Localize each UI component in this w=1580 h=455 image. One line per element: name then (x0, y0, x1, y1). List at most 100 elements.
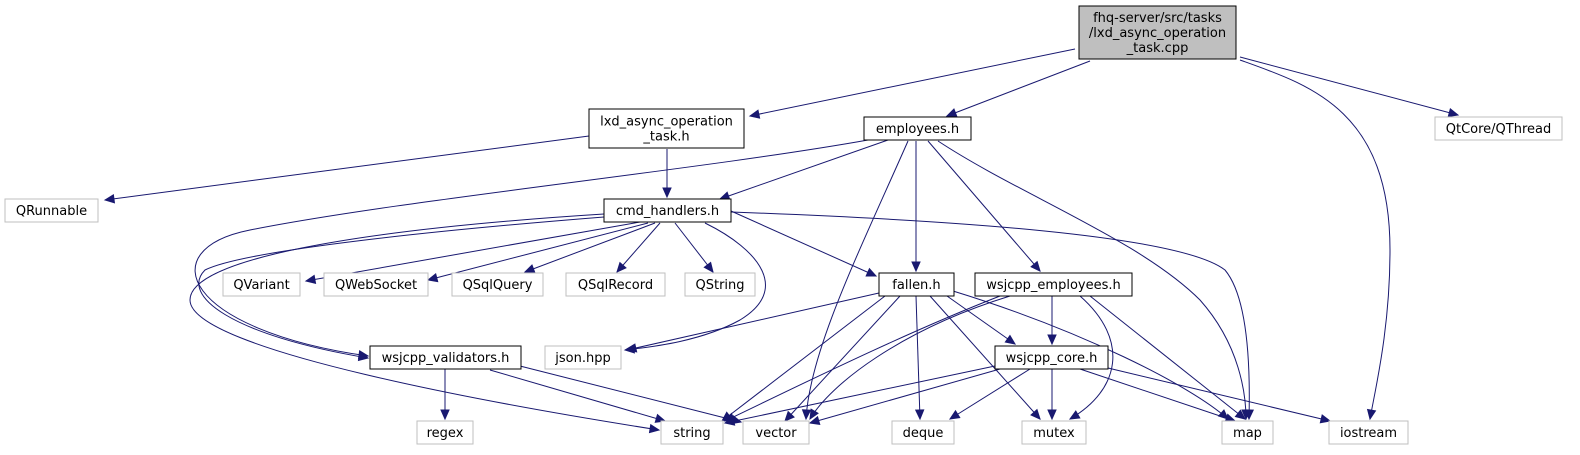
node-label: deque (903, 426, 944, 441)
node-label: employees.h (876, 122, 959, 137)
edge-line (1079, 368, 1236, 422)
edge-line (784, 295, 901, 422)
edge-wsemp-to-wscore (1047, 296, 1057, 346)
node-qsqlquery: QSqlQuery (451, 272, 544, 297)
edge-arrowhead (784, 410, 795, 422)
node-deque: deque (891, 420, 955, 445)
edge-arrowhead (1319, 414, 1332, 424)
node-qwebsocket: QWebSocket (323, 272, 429, 297)
node-label: QtCore/QThread (1446, 122, 1552, 137)
edge-arrowhead (809, 408, 819, 421)
edge-emp-to-fallen (911, 141, 921, 273)
node-wsemp[interactable]: wsjcpp_employees.h (974, 272, 1133, 297)
edge-line (949, 368, 1031, 420)
node-main[interactable]: fhq-server/src/tasks/lxd_async_operation… (1078, 5, 1237, 60)
node-label: lxd_async_operation (600, 115, 733, 130)
edge-arrowhead (616, 261, 627, 273)
edge-line (719, 139, 889, 200)
edge-fallen-to-jsonhpp (625, 292, 880, 353)
edge-arrowhead (703, 261, 714, 273)
edge-fallen-to-deque (914, 295, 925, 421)
node-label: wsjcpp_validators.h (382, 351, 510, 366)
edge-main-to-qthread (1239, 56, 1460, 118)
node-fallen[interactable]: fallen.h (878, 272, 955, 297)
edge-line (427, 222, 649, 281)
edge-arrowhead (625, 343, 638, 353)
node-map: map (1221, 420, 1274, 445)
node-cmd[interactable]: cmd_handlers.h (603, 198, 732, 223)
edge-arrowhead (662, 187, 672, 199)
node-box (544, 345, 622, 370)
node-wscore[interactable]: wsjcpp_core.h (994, 345, 1109, 370)
node-iostream: iostream (1328, 420, 1409, 445)
node-qrunnable: QRunnable (4, 198, 99, 223)
edge-fallen-to-string (721, 295, 886, 422)
edge-emp-to-vector (801, 140, 909, 421)
edge-arrowhead (1447, 107, 1460, 118)
edge-emp-to-wsemp (927, 140, 1041, 272)
node-box (323, 272, 429, 297)
node-label: fallen.h (892, 278, 940, 293)
edge-emp-to-cmd (718, 139, 889, 201)
edge-line (937, 140, 1247, 420)
edge-line (730, 210, 877, 277)
node-box (994, 345, 1109, 370)
edge-arrowhead (357, 351, 370, 362)
edge-line (805, 140, 909, 420)
edge-fallen-to-mutex (929, 295, 1041, 420)
edge-line (946, 295, 1016, 345)
node-regex: regex (416, 420, 474, 445)
edge-line (724, 295, 1001, 422)
edge-line (927, 140, 1041, 272)
node-box (742, 420, 810, 445)
edge-arrowhead (103, 194, 116, 204)
edge-arrowhead (1030, 408, 1041, 420)
node-qsqlrecord: QSqlRecord (565, 272, 666, 297)
node-qthread: QtCore/QThread (1434, 116, 1563, 141)
edge-arrowhead (945, 108, 958, 118)
edge-cmd-to-qvariant (304, 221, 641, 285)
edge-arrowhead (865, 267, 878, 277)
edge-line (519, 365, 742, 423)
edge-line (929, 295, 1041, 420)
edge-line (189, 213, 660, 431)
node-box (369, 345, 522, 370)
edge-wsemp-to-map (1089, 295, 1246, 420)
edge-line (1239, 56, 1459, 116)
edge-line (305, 221, 641, 282)
node-label: _task.h (642, 130, 689, 145)
node-box (1021, 420, 1087, 445)
edge-line (1239, 59, 1391, 420)
edge-arrowhead (1047, 334, 1057, 346)
edge-wsemp-to-mutex (1068, 295, 1114, 420)
node-box (1328, 420, 1409, 445)
node-box (974, 272, 1133, 297)
edge-cmd-to-qstring (674, 222, 714, 273)
edge-cmd-to-qsqlrecord (616, 222, 661, 273)
edge-line (616, 222, 661, 273)
edge-main-to-iostream (1239, 59, 1391, 421)
node-emp[interactable]: employees.h (863, 116, 972, 141)
edge-main-to-emp (945, 60, 1091, 118)
node-vector: vector (742, 420, 810, 445)
node-qstring: QString (684, 272, 756, 297)
edge-arrowhead (1030, 260, 1041, 272)
node-lxdh[interactable]: lxd_async_operation_task.h (588, 108, 745, 149)
edge-arrowhead (426, 273, 439, 283)
node-label: string (673, 426, 710, 441)
node-label: QSqlQuery (463, 278, 533, 293)
edge-arrowhead (948, 409, 961, 420)
edge-arrowhead (648, 423, 661, 434)
edge-cmd-to-qsqlquery (523, 222, 656, 274)
edge-arrowhead (723, 416, 736, 426)
node-label: wsjcpp_core.h (1006, 351, 1098, 366)
edge-main-to-lxdh (748, 48, 1076, 119)
node-wsval[interactable]: wsjcpp_validators.h (369, 345, 522, 370)
edge-line (194, 139, 869, 357)
edge-cmd-to-wsval (198, 216, 605, 362)
edge-wsval-to-vector (519, 365, 743, 425)
edge-arrowhead (914, 409, 925, 421)
edge-arrowhead (748, 109, 761, 119)
nodes-layer: fhq-server/src/tasks/lxd_async_operation… (4, 5, 1563, 445)
edge-line (952, 290, 1229, 420)
